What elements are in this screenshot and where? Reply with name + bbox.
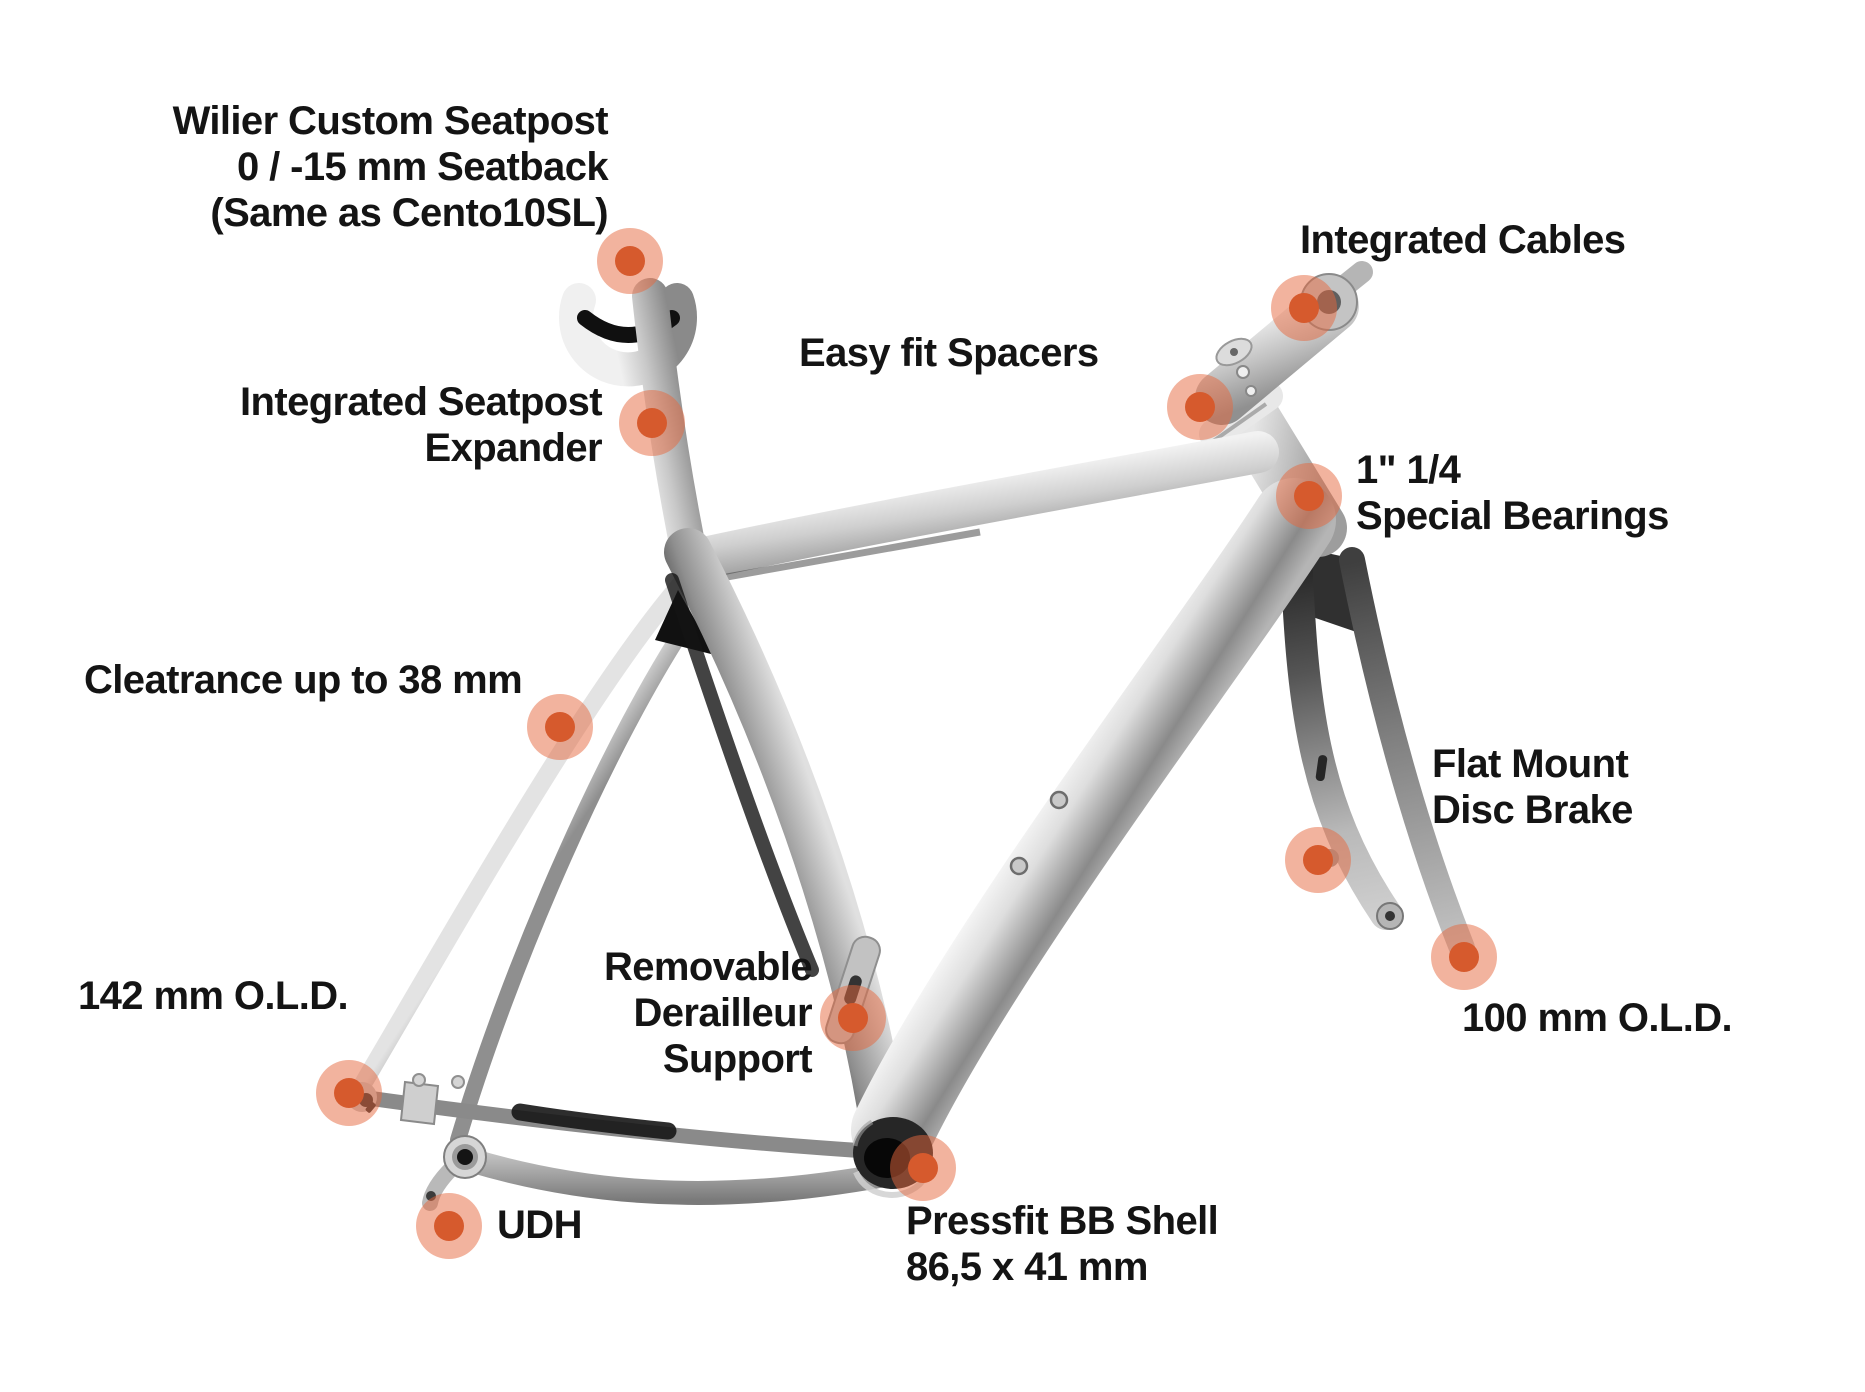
marker-dot bbox=[908, 1153, 938, 1183]
label-line: Easy fit Spacers bbox=[799, 331, 1099, 375]
label-line: Cleatrance up to 38 mm bbox=[84, 658, 523, 702]
label-line: Integrated Cables bbox=[1300, 218, 1626, 262]
marker-cleatrance bbox=[527, 694, 593, 760]
marker-seatpost bbox=[597, 228, 663, 294]
label-old-100: 100 mm O.L.D. bbox=[1462, 995, 1733, 1041]
down-tube bbox=[851, 478, 1336, 1172]
bottle-boss bbox=[1009, 856, 1029, 876]
label-line: Flat Mount bbox=[1432, 742, 1629, 786]
label-derailleur-support: Removable Derailleur Support bbox=[603, 944, 813, 1082]
marker-dot bbox=[545, 712, 575, 742]
marker-udh bbox=[416, 1193, 482, 1259]
label-special-bearings: 1" 1/4 Special Bearings bbox=[1356, 447, 1669, 539]
marker-dot bbox=[1185, 392, 1215, 422]
label-line: Disc Brake bbox=[1432, 788, 1633, 832]
label-cleatrance: Cleatrance up to 38 mm bbox=[84, 657, 523, 703]
marker-old-100 bbox=[1431, 924, 1497, 990]
label-flat-mount: Flat Mount Disc Brake bbox=[1432, 741, 1633, 833]
marker-dot bbox=[1289, 293, 1319, 323]
label-line: 1" 1/4 bbox=[1356, 448, 1461, 492]
marker-dot bbox=[1294, 481, 1324, 511]
marker-dot bbox=[334, 1078, 364, 1108]
label-line: 0 / -15 mm Seatback bbox=[236, 145, 609, 189]
label-line: 100 mm O.L.D. bbox=[1462, 996, 1733, 1040]
label-line: Derailleur bbox=[633, 991, 812, 1035]
marker-easy-fit-spacers bbox=[1167, 374, 1233, 440]
label-line: Support bbox=[662, 1037, 813, 1081]
marker-old-142 bbox=[316, 1060, 382, 1126]
flat-mount-slot bbox=[1315, 755, 1328, 782]
marker-dot bbox=[615, 246, 645, 276]
chain-stays bbox=[360, 1090, 902, 1205]
label-line: 142 mm O.L.D. bbox=[78, 974, 349, 1018]
label-line: 86,5 x 41 mm bbox=[906, 1245, 1148, 1289]
marker-seatpost-expander bbox=[619, 390, 685, 456]
label-line: Removable bbox=[603, 945, 813, 989]
marker-integrated-cables bbox=[1271, 275, 1337, 341]
label-seatpost-expander: Integrated Seatpost Expander bbox=[240, 379, 603, 471]
label-line: Expander bbox=[424, 426, 603, 470]
label-line: (Same as Cento10SL) bbox=[210, 191, 608, 235]
bottle-boss bbox=[1049, 790, 1069, 810]
marker-derailleur-support bbox=[820, 985, 886, 1051]
label-line: Wilier Custom Seatpost bbox=[172, 99, 609, 143]
marker-pressfit bbox=[890, 1135, 956, 1201]
marker-dot bbox=[434, 1211, 464, 1241]
label-integrated-cables: Integrated Cables bbox=[1300, 217, 1626, 263]
marker-dot bbox=[838, 1003, 868, 1033]
label-line: UDH bbox=[497, 1203, 582, 1247]
label-udh: UDH bbox=[497, 1202, 582, 1248]
seat-tube bbox=[655, 528, 910, 1162]
seat-stays bbox=[355, 576, 704, 1148]
marker-dot bbox=[1303, 845, 1333, 875]
marker-dot bbox=[1449, 942, 1479, 972]
marker-flat-mount bbox=[1285, 827, 1351, 893]
label-line: Pressfit BB Shell bbox=[906, 1199, 1219, 1243]
label-old-142: 142 mm O.L.D. bbox=[78, 973, 349, 1019]
marker-special-bearings bbox=[1276, 463, 1342, 529]
label-seatpost: Wilier Custom Seatpost 0 / -15 mm Seatba… bbox=[172, 98, 609, 236]
label-pressfit: Pressfit BB Shell 86,5 x 41 mm bbox=[906, 1198, 1219, 1290]
label-easy-fit-spacers: Easy fit Spacers bbox=[799, 330, 1099, 376]
label-line: Special Bearings bbox=[1356, 494, 1669, 538]
label-line: Integrated Seatpost bbox=[240, 380, 603, 424]
marker-dot bbox=[637, 408, 667, 438]
top-tube bbox=[674, 431, 1279, 584]
